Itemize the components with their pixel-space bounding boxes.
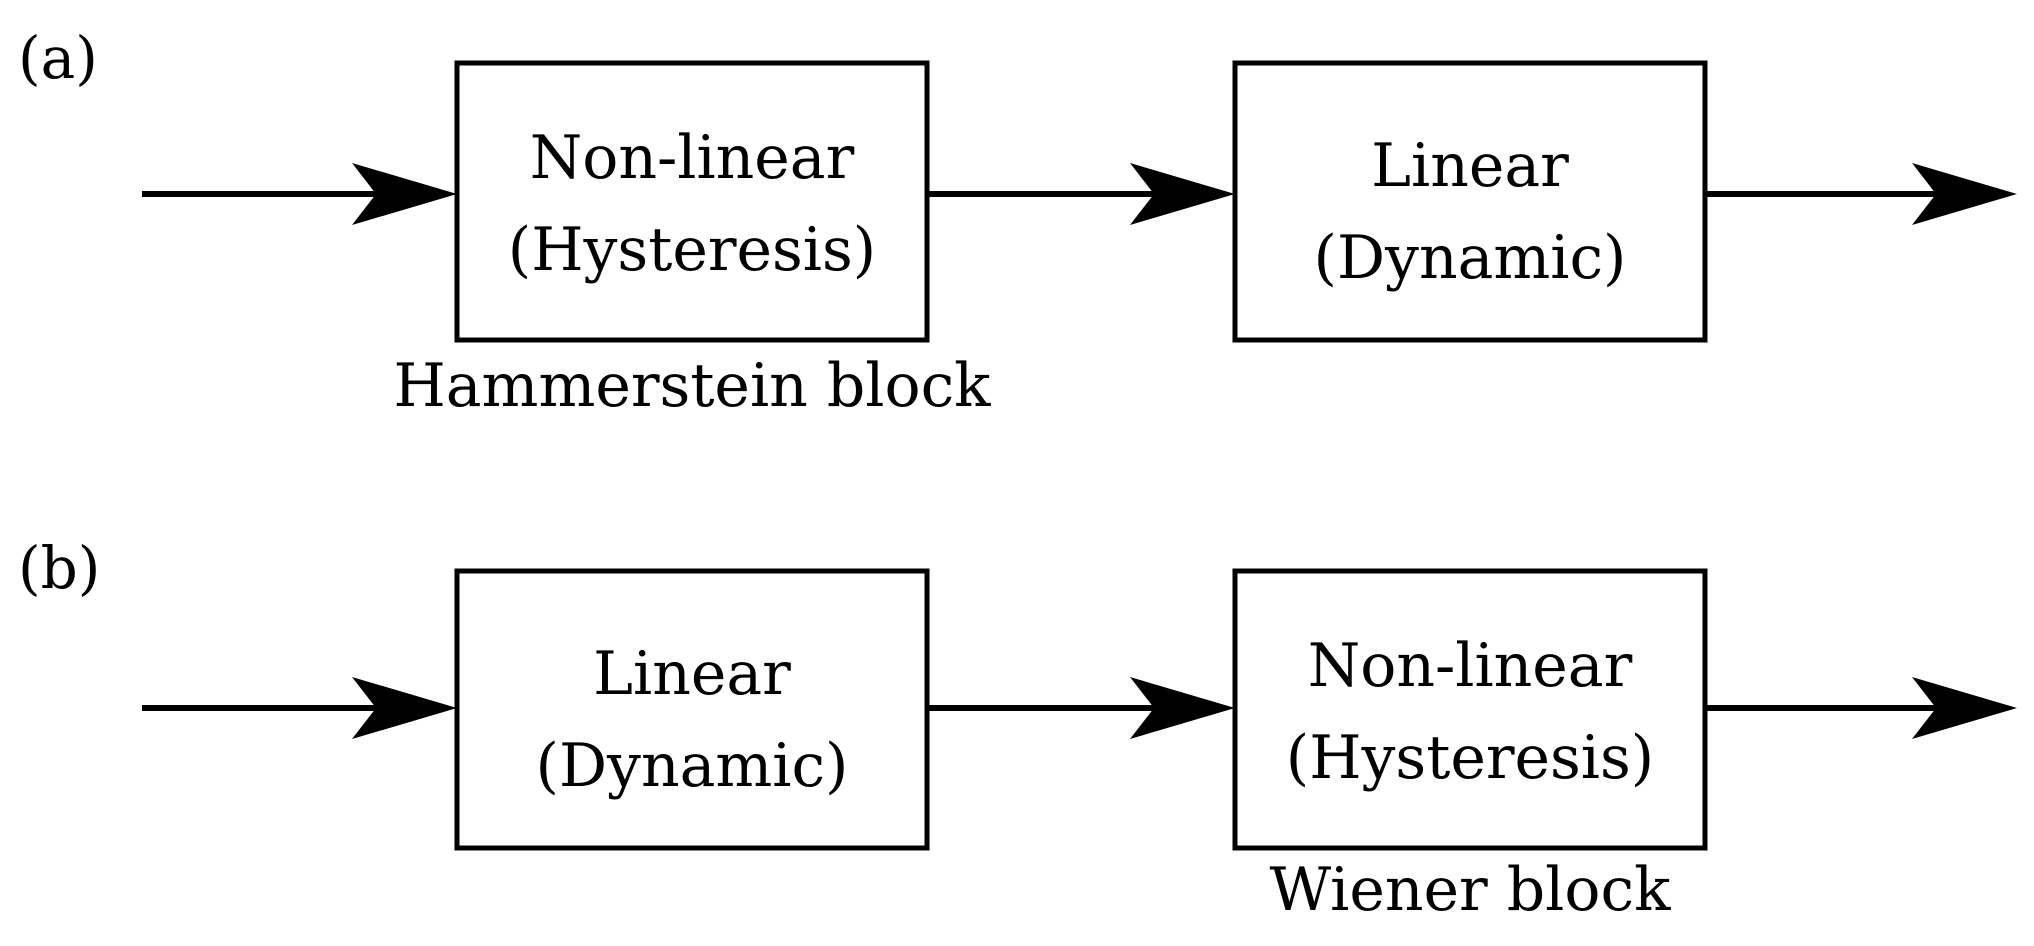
panel-a-caption: Hammerstein block	[393, 351, 991, 421]
panel-b-input-arrow	[142, 677, 457, 739]
panel-b-caption: Wiener block	[1270, 855, 1672, 925]
panel-a-label: (a)	[18, 24, 98, 92]
panel-b-block1-line2: (Dynamic)	[536, 731, 849, 801]
panel-b-block1-line1: Linear	[593, 639, 791, 709]
panel-a-block1-line2: (Hysteresis)	[508, 215, 876, 285]
panel-a-block2-line1: Linear	[1371, 131, 1569, 201]
panel-b-block2-line1: Non-linear	[1308, 631, 1633, 701]
panel-b-middle-arrow	[927, 677, 1235, 739]
panel-a-block-linear: Linear (Dynamic)	[1232, 60, 1708, 343]
panel-a: (a) Non-linear (Hysteresis) Linear (Dyna…	[18, 24, 2017, 421]
panel-a-input-arrow	[142, 163, 457, 225]
panel-a-output-arrow	[1705, 163, 2017, 225]
panel-a-block1-line1: Non-linear	[530, 123, 855, 193]
panel-a-middle-arrow	[927, 163, 1235, 225]
panel-b: (b) Linear (Dynamic) Non-linear (Hystere…	[18, 534, 2017, 925]
panel-b-block-nonlinear: Non-linear (Hysteresis)	[1232, 568, 1708, 851]
panel-b-block-linear: Linear (Dynamic)	[454, 568, 930, 851]
panel-a-block-nonlinear: Non-linear (Hysteresis)	[454, 60, 930, 343]
panel-b-label: (b)	[18, 534, 100, 602]
panel-a-block2-line2: (Dynamic)	[1314, 223, 1627, 293]
panel-b-output-arrow	[1705, 677, 2017, 739]
panel-b-block2-line2: (Hysteresis)	[1286, 723, 1654, 793]
